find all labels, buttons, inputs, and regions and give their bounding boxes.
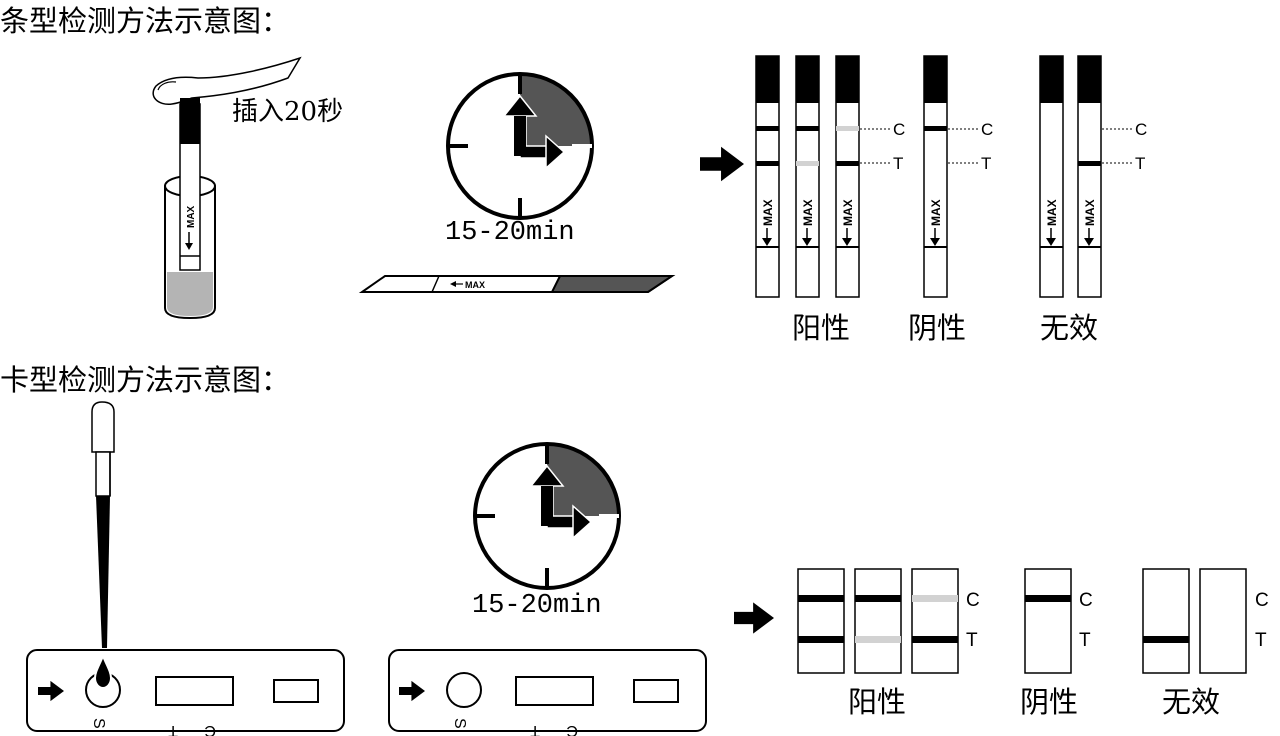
result-window-invalid-2 bbox=[1199, 568, 1247, 674]
card-window-t-label: T bbox=[168, 722, 178, 736]
result-strip-positive-2: MAX bbox=[795, 55, 820, 298]
card-c-label-1: C bbox=[966, 590, 980, 611]
card-t-label-1: T bbox=[966, 630, 978, 651]
card-window-t-label: T bbox=[530, 722, 540, 736]
card-t-label-3: T bbox=[1255, 630, 1267, 651]
result-window-positive-1 bbox=[797, 568, 845, 674]
strip-max-label: MAX bbox=[186, 205, 197, 228]
card-result-positive-label: 阳性 bbox=[848, 685, 906, 719]
result-strip-invalid-2: MAX bbox=[1077, 55, 1102, 298]
card-window-c-label: C bbox=[204, 722, 216, 736]
card-result-invalid-label: 无效 bbox=[1162, 685, 1220, 719]
max-label: MAX bbox=[841, 199, 855, 226]
clock-icon bbox=[446, 72, 594, 220]
flat-strip-max-label: MAX bbox=[465, 280, 485, 290]
strip-c-label-2: C bbox=[981, 120, 993, 139]
strip-t-label-3: T bbox=[1135, 154, 1145, 173]
strip-result-negative-label: 阴性 bbox=[908, 311, 966, 345]
test-strip-in-tube: MAX bbox=[179, 98, 201, 271]
strip-result-invalid-label: 无效 bbox=[1040, 311, 1098, 345]
card-result-negative-label: 阴性 bbox=[1020, 685, 1078, 719]
max-label: MAX bbox=[761, 199, 775, 226]
right-arrow-icon bbox=[700, 146, 744, 182]
card-section-heading: 卡型检测方法示意图： bbox=[0, 363, 290, 397]
sample-well-label: S bbox=[451, 718, 468, 729]
card-c-label-3: C bbox=[1255, 590, 1269, 611]
max-label: MAX bbox=[1083, 199, 1097, 226]
max-label: MAX bbox=[1045, 199, 1059, 226]
card-c-label-2: C bbox=[1079, 590, 1093, 611]
result-strip-positive-1: MAX bbox=[755, 55, 780, 298]
flat-test-strip: MAX bbox=[358, 275, 676, 293]
right-arrow-icon bbox=[734, 602, 774, 634]
test-card-with-drop: S T C bbox=[26, 649, 345, 736]
strip-c-label-1: C bbox=[893, 120, 905, 139]
sample-well-label: S bbox=[90, 718, 107, 729]
insert-duration-label: 插入20秒 bbox=[232, 97, 343, 127]
strip-t-label-2: T bbox=[981, 154, 991, 173]
card-t-label-2: T bbox=[1079, 630, 1091, 651]
finger-icon bbox=[152, 56, 302, 105]
clock-icon bbox=[473, 442, 621, 590]
result-strip-invalid-1: MAX bbox=[1039, 55, 1064, 298]
strip-results: MAX MAX MAX C T bbox=[755, 55, 1147, 298]
strip-result-positive-label: 阳性 bbox=[792, 311, 850, 345]
card-timer-label: 15-20min bbox=[472, 591, 602, 621]
result-window-negative bbox=[1024, 568, 1072, 674]
max-label: MAX bbox=[801, 199, 815, 226]
result-strip-negative: MAX bbox=[923, 55, 948, 298]
result-strip-positive-3: MAX bbox=[835, 55, 860, 298]
dropper-icon bbox=[91, 401, 115, 648]
card-results: C T C T C T bbox=[797, 568, 1269, 674]
strip-c-label-3: C bbox=[1135, 120, 1147, 139]
max-label: MAX bbox=[929, 199, 943, 226]
strip-section-heading: 条型检测方法示意图： bbox=[0, 4, 290, 38]
result-window-positive-3 bbox=[911, 568, 959, 674]
strip-timer-label: 15-20min bbox=[445, 218, 575, 248]
card-window-c-label: C bbox=[566, 722, 578, 736]
strip-t-label-1: T bbox=[893, 154, 903, 173]
result-window-positive-2 bbox=[854, 568, 902, 674]
result-window-invalid-1 bbox=[1142, 568, 1190, 674]
test-card-waiting: S T C bbox=[388, 649, 707, 736]
